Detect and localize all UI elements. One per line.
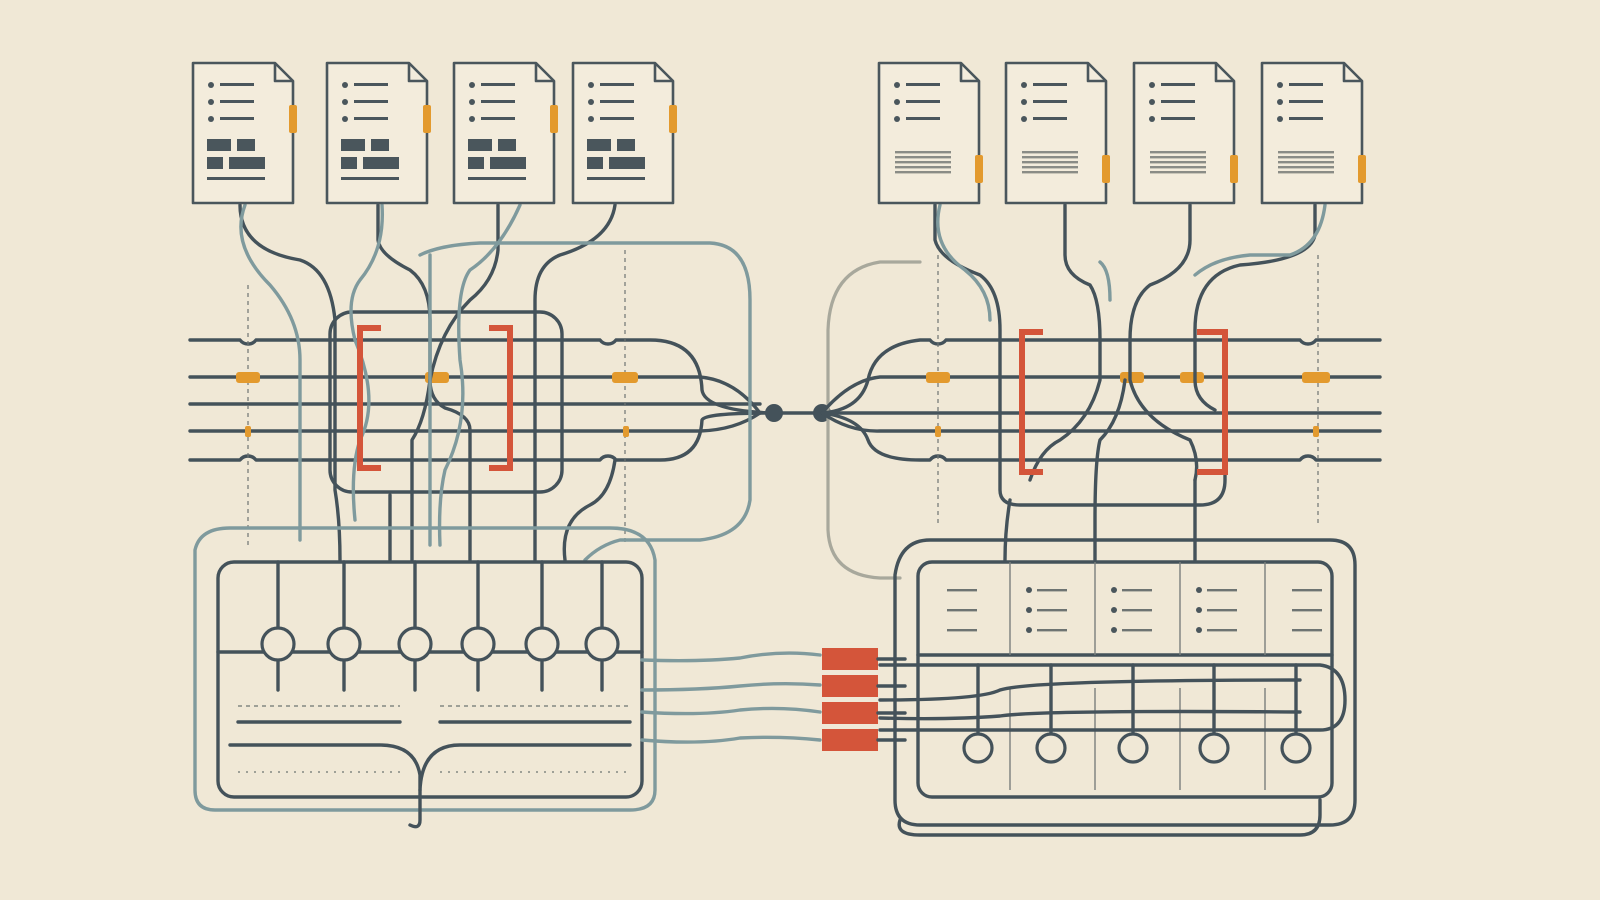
left-node-1 <box>260 560 296 692</box>
right-node-5 <box>1280 663 1312 764</box>
right-network <box>820 203 1382 837</box>
right-lower-panel <box>916 560 1334 799</box>
bridge-blocks <box>822 648 907 751</box>
left-document-4 <box>571 61 677 205</box>
left-node-3 <box>397 560 433 692</box>
right-red-brackets <box>1019 329 1228 475</box>
bridge-block-4 <box>822 729 907 751</box>
right-bus-markers <box>926 372 1330 437</box>
right-cables <box>933 203 1327 562</box>
left-lower-panel <box>216 560 644 799</box>
left-node-2 <box>326 560 362 692</box>
right-document-1 <box>877 61 983 205</box>
center-joint-left <box>765 404 783 422</box>
bridge-block-3 <box>822 702 907 724</box>
left-red-brackets <box>357 325 513 471</box>
left-network <box>188 203 772 829</box>
right-list-cell-2 <box>1026 587 1067 633</box>
left-cables <box>238 203 752 562</box>
right-documents <box>877 61 1366 205</box>
left-dashed-guides <box>247 250 626 545</box>
right-panel-list-cells <box>947 587 1322 633</box>
left-documents <box>191 61 677 205</box>
left-document-2 <box>325 61 431 205</box>
left-node-6 <box>584 560 620 692</box>
right-dashed-guides <box>937 255 1319 525</box>
left-panel-outer-loop <box>193 526 657 812</box>
left-document-3 <box>452 61 558 205</box>
bridge-block-1 <box>822 648 907 670</box>
right-panel-nodes <box>962 663 1312 764</box>
right-panel-outer-loop <box>893 538 1357 827</box>
left-panel-nodes <box>260 560 620 692</box>
left-node-5 <box>524 560 560 692</box>
right-document-3 <box>1132 61 1238 205</box>
right-list-cell-5 <box>1292 589 1322 632</box>
right-list-cell-4 <box>1196 587 1237 633</box>
left-document-1 <box>191 61 297 205</box>
right-node-4 <box>1198 663 1230 764</box>
right-node-3 <box>1117 663 1149 764</box>
right-list-cell-3 <box>1111 587 1152 633</box>
right-document-2 <box>1004 61 1110 205</box>
right-node-2 <box>1035 663 1067 764</box>
right-bus-lines <box>820 338 1382 462</box>
center-bridge <box>640 260 922 744</box>
right-node-1 <box>962 663 994 764</box>
right-document-4 <box>1260 61 1366 205</box>
left-node-4 <box>460 560 496 692</box>
right-list-cell-1 <box>947 589 977 632</box>
bridge-block-2 <box>822 675 907 697</box>
left-crossing-frame <box>328 310 564 494</box>
left-bus-lines <box>188 338 772 462</box>
